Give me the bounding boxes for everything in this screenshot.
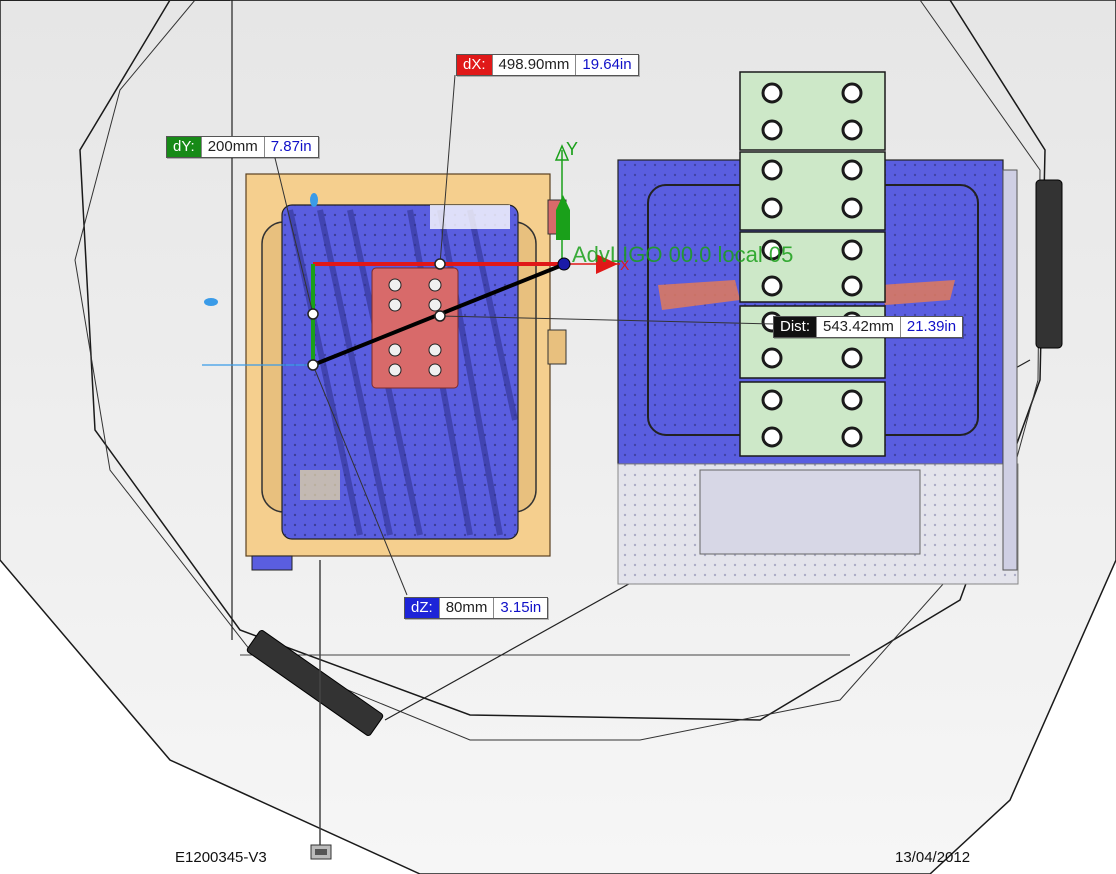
measure-lines xyxy=(274,74,776,596)
dy-measure-tag[interactable]: dY: 200mm 7.87in xyxy=(166,136,319,158)
connector-icon xyxy=(310,844,332,860)
coordinate-triad: Y X AdvLIGO 00.0 local 05 xyxy=(554,139,793,274)
dz-measure-tag[interactable]: dZ: 80mm 3.15in xyxy=(404,597,549,619)
y-axis-arrow-icon xyxy=(554,144,570,161)
coord-system-label: AdvLIGO 00.0 local 05 xyxy=(572,242,793,267)
triad-y-label: Y xyxy=(566,139,578,159)
dz-mm-value: 80mm xyxy=(438,598,494,618)
dist-inch-value: 21.39in xyxy=(899,317,962,337)
left-isolation-assembly[interactable] xyxy=(245,173,567,571)
dx-inch-value: 19.64in xyxy=(575,55,637,75)
chamber-octagon-ring xyxy=(74,0,1041,741)
dx-measure-tag[interactable]: dX: 498.90mm 19.64in xyxy=(456,54,639,76)
dist-mm-value: 543.42mm xyxy=(816,317,900,337)
dz-inch-value: 3.15in xyxy=(493,598,547,618)
dx-label: dX: xyxy=(457,55,492,75)
dz-label: dZ: xyxy=(405,598,439,618)
viewport-flange-right xyxy=(1035,179,1063,349)
triad-x-label: X xyxy=(620,257,630,273)
chamber-inner-wall xyxy=(79,0,1046,721)
viewport-flange-left xyxy=(246,630,384,736)
dy-inch-value: 7.87in xyxy=(263,137,318,157)
date-caption: 13/04/2012 xyxy=(895,849,970,866)
dist-label: Dist: xyxy=(774,317,816,337)
dx-mm-value: 498.90mm xyxy=(491,55,576,75)
reference-marker xyxy=(204,298,218,306)
dist-measure-tag[interactable]: Dist: 543.42mm 21.39in xyxy=(773,316,964,338)
dy-label: dY: xyxy=(167,137,201,157)
reference-marker xyxy=(310,193,318,207)
right-isolation-assembly[interactable] xyxy=(617,71,1019,585)
dy-mm-value: 200mm xyxy=(200,137,264,157)
x-axis-arrow-icon xyxy=(596,254,618,274)
doc-id-caption: E1200345-V3 xyxy=(175,849,267,866)
origin-point-icon xyxy=(557,257,571,271)
